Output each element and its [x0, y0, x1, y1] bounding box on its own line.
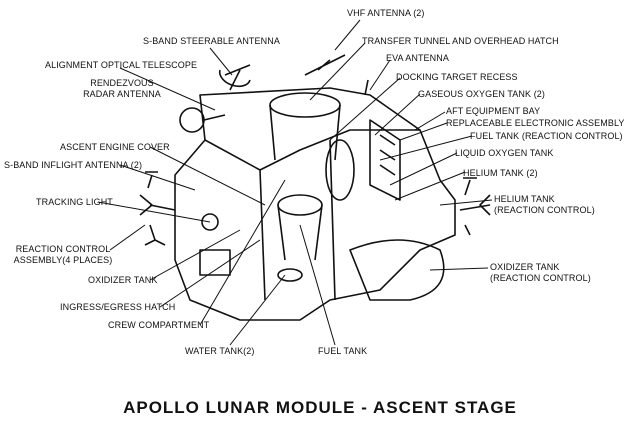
label-alignment-optical-telescope: ALIGNMENT OPTICAL TELESCOPE: [45, 60, 198, 70]
label-line: REACTION CONTROL: [15, 244, 111, 254]
label-s-band-steerable-antenna: S-BAND STEERABLE ANTENNA: [143, 36, 280, 46]
label-replaceable-electronic-assembly: REPLACEABLE ELECTRONIC ASSEMBLY: [446, 118, 625, 128]
label-helium-tank: HELIUM TANK (2): [463, 168, 538, 178]
label-water-tank: WATER TANK(2): [185, 346, 255, 356]
label-eva-antenna: EVA ANTENNA: [386, 53, 449, 63]
label-crew-compartment: CREW COMPARTMENT: [108, 320, 210, 330]
label-helium-tank-reaction-control: HELIUM TANK (REACTION CONTROL): [494, 194, 595, 216]
label-fuel-tank: FUEL TANK: [318, 346, 368, 356]
label-line: OXIDIZER TANK: [490, 262, 560, 272]
label-line: (REACTION CONTROL): [494, 205, 595, 215]
label-s-band-inflight-antenna: S-BAND INFLIGHT ANTENNA (2): [4, 160, 143, 170]
label-gaseous-oxygen-tank: GASEOUS OXYGEN TANK (2): [418, 89, 545, 99]
diagram-title: APOLLO LUNAR MODULE - ASCENT STAGE: [123, 398, 517, 417]
label-line: RADAR ANTENNA: [83, 89, 161, 99]
label-ingress-egress-hatch: INGRESS/EGRESS HATCH: [60, 302, 176, 312]
label-reaction-control-assembly: REACTION CONTROL ASSEMBLY(4 PLACES): [8, 244, 118, 266]
label-rendezvous-radar-antenna: RENDEZVOUS RADAR ANTENNA: [82, 78, 162, 100]
label-oxidizer-tank-reaction-control: OXIDIZER TANK (REACTION CONTROL): [490, 262, 591, 284]
label-docking-target-recess: DOCKING TARGET RECESS: [396, 72, 518, 82]
label-line: RENDEZVOUS: [90, 78, 154, 88]
label-fuel-tank-reaction-control: FUEL TANK (REACTION CONTROL): [470, 131, 623, 141]
label-liquid-oxygen-tank: LIQUID OXYGEN TANK: [455, 148, 554, 158]
label-transfer-tunnel: TRANSFER TUNNEL AND OVERHEAD HATCH: [362, 36, 559, 46]
label-line: (REACTION CONTROL): [490, 273, 591, 283]
label-ascent-engine-cover: ASCENT ENGINE COVER: [60, 142, 170, 152]
label-vhf-antenna: VHF ANTENNA (2): [347, 8, 425, 18]
label-aft-equipment-bay: AFT EQUIPMENT BAY: [446, 106, 541, 116]
label-line: ASSEMBLY(4 PLACES): [13, 255, 113, 265]
label-line: HELIUM TANK: [494, 194, 555, 204]
label-tracking-light: TRACKING LIGHT: [36, 197, 113, 207]
label-oxidizer-tank: OXIDIZER TANK: [88, 275, 158, 285]
